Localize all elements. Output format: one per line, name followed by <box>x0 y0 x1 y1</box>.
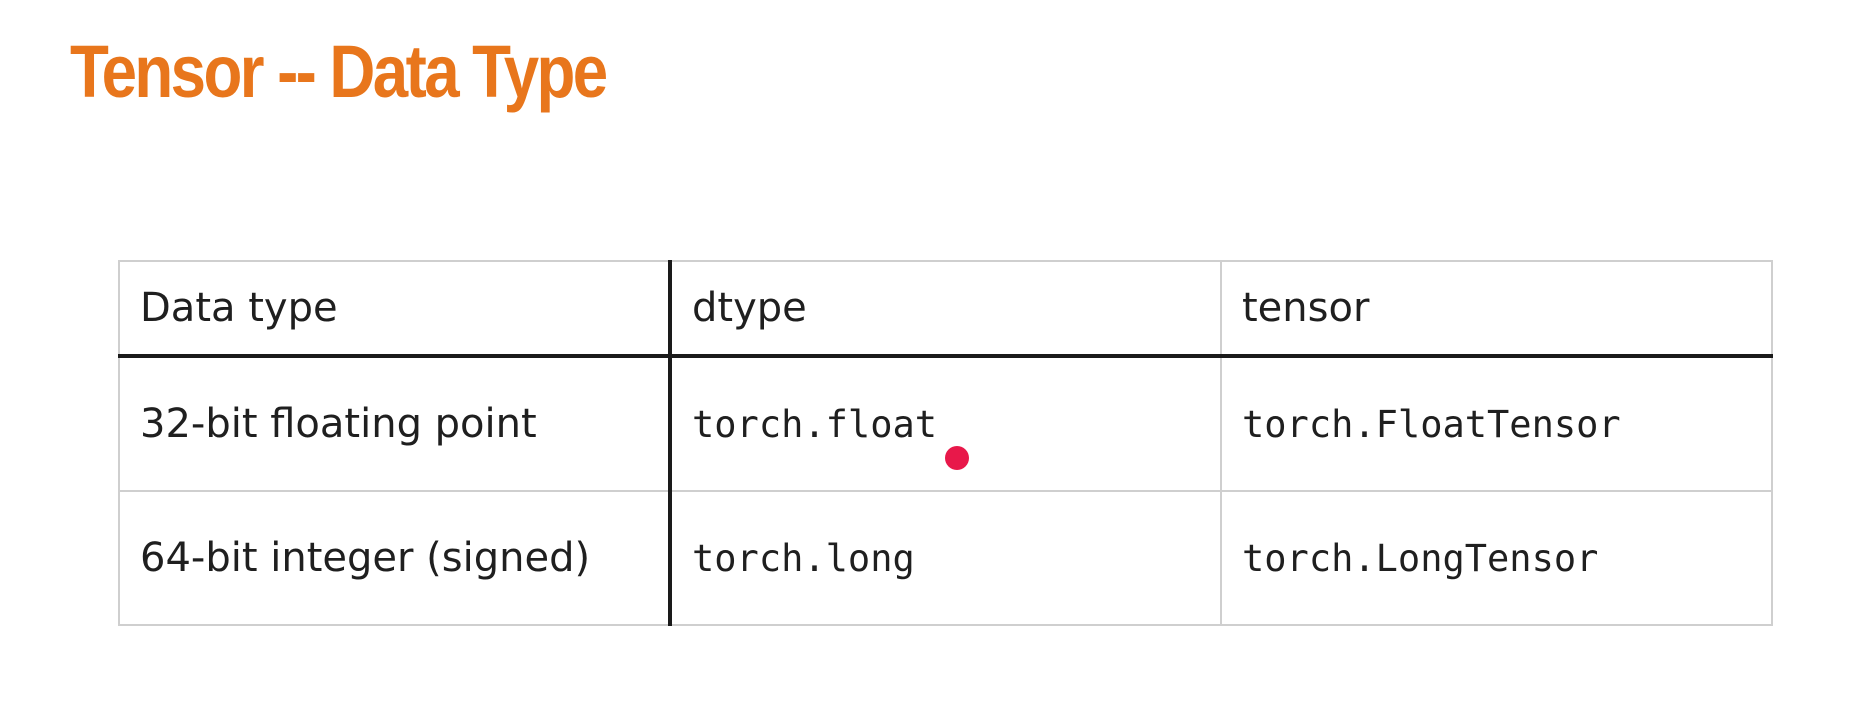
dtype-table-container: Data type dtype tensor 32-bit floating p… <box>118 260 1773 626</box>
header-tensor: tensor <box>1220 260 1773 358</box>
slide-title: Tensor -- Data Type <box>70 30 608 113</box>
cell-dtype: torch.long <box>669 490 1222 626</box>
cell-dtype: torch.float <box>669 355 1222 492</box>
table-header-row: Data type dtype tensor <box>118 260 1773 358</box>
dtype-table: Data type dtype tensor 32-bit floating p… <box>118 260 1773 626</box>
table-row: 64-bit integer (signed) torch.long torch… <box>118 490 1773 626</box>
header-data-type: Data type <box>118 260 672 358</box>
header-dtype: dtype <box>669 260 1222 358</box>
laser-pointer-dot-icon <box>945 446 969 470</box>
cell-tensor: torch.FloatTensor <box>1220 355 1773 492</box>
cell-data-type: 64-bit integer (signed) <box>118 490 672 626</box>
cell-tensor: torch.LongTensor <box>1220 490 1773 626</box>
cell-data-type: 32-bit floating point <box>118 355 672 492</box>
table-row: 32-bit floating point torch.float torch.… <box>118 355 1773 492</box>
